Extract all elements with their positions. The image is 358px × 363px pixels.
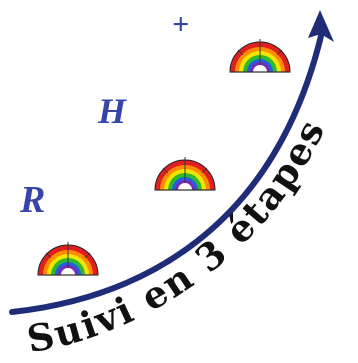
rainbow-gauge-icon <box>229 38 291 73</box>
caption: Suivi en 3 étapes <box>24 112 334 362</box>
rainbow-gauge-icon <box>154 156 216 191</box>
h-marker: H <box>97 91 127 131</box>
rainbow-gauge-icon <box>37 241 99 276</box>
plus-marker: + <box>172 8 189 41</box>
caption-text: Suivi en 3 étapes <box>24 112 332 362</box>
curved-arrow-icon <box>12 10 334 312</box>
r-marker: R <box>19 179 45 221</box>
